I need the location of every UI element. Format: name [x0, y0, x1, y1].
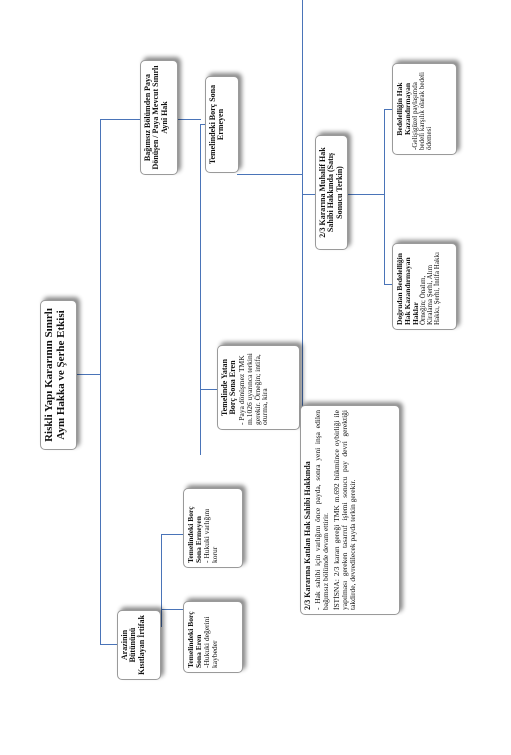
connector [200, 125, 201, 455]
connector [384, 110, 385, 285]
katilan-hak-sahibi-body2: İSTİSNA: 2/3 kararı gereği TMK m.692 hük… [332, 410, 357, 610]
root-title-line2: Aynı Hakka ve Şerhe Etkisi [54, 310, 67, 440]
bedelellik-body: -Gelişigüzel paylaşımda bedeli karşılık … [410, 72, 434, 150]
connector [161, 609, 185, 610]
temelinde-yatan-node[interactable]: Temelinde Yatan Borç Sona Eren - Paya dö… [217, 345, 300, 430]
borc-sona-eren-title: Temelindeki Borç Sona Eren [186, 611, 203, 668]
muhalif-hak-sahibi-title: 2/3 Kararına Muhalif Hak Sahibi Hakkında… [318, 147, 344, 238]
temelindeki-sona-ermeyen-node[interactable]: Temelindeki Borç Sona Ermeyen [205, 76, 239, 173]
dolayli-haklar-node[interactable]: Doğrudan Bedelelliğin Hak Kazandırmayan … [392, 243, 457, 330]
bedelellik-node[interactable]: Bedelelliğin Hak Kazandırmayan -Gelişigü… [392, 63, 457, 155]
connector [161, 534, 162, 627]
irtifak-node[interactable]: Arazinin Bütününü Kısıtlayan İrtifak [117, 610, 161, 680]
borc-sona-ermeyen-body: - Hukuki varlığını korur [201, 508, 219, 563]
dolayli-haklar-body: Örneğin; Önalım, Kiralama Şerhi, Alım Ha… [418, 252, 442, 325]
temelinde-yatan-body: - Paya dönüşmez TMK m.1026 uyarınca terk… [236, 353, 270, 425]
connector [100, 120, 101, 645]
dolayli-haklar-title: Doğrudan Bedelelliğin Hak Kazandırmayan … [395, 253, 420, 325]
connector [237, 174, 302, 175]
connector [77, 374, 101, 375]
connector [348, 194, 384, 195]
bedelellik-title: Bedelelliğin Hak Kazandırmayan [395, 82, 412, 136]
root-title-line1: Riskli Yapı Kararının Sınırlı [43, 308, 55, 442]
borc-sona-ermeyen-title: Temelindeki Borç Sona Ermeyen [186, 506, 203, 563]
katilan-hak-sahibi-title: 2/3 Kararına Katılan Hak Sahibi Hakkında [303, 461, 312, 610]
connector [175, 119, 201, 120]
borc-sona-ermeyen-node[interactable]: Temelindeki Borç Sona Ermeyen - Hukuki v… [183, 488, 243, 568]
muhalif-hak-sahibi-node[interactable]: 2/3 Kararına Muhalif Hak Sahibi Hakkında… [315, 135, 348, 250]
borc-sona-eren-node[interactable]: Temelindeki Borç Sona Eren -Hukuki değer… [183, 601, 243, 673]
temelinde-yatan-title: Temelinde Yatan Borç Sona Eren [220, 359, 238, 416]
connector [100, 119, 144, 120]
katilan-hak-sahibi-node[interactable]: 2/3 Kararına Katılan Hak Sahibi Hakkında… [300, 405, 400, 615]
root-node[interactable]: Riskli Yapı Kararının Sınırlı Aynı Hakka… [40, 300, 77, 450]
katilan-hak-sahibi-body1: - Hak sahibi için varlığını önce payda, … [313, 410, 331, 610]
borc-sona-eren-body: -Hukuki değerini kaybeder [201, 616, 219, 668]
temelindeki-sona-ermeyen-title: Temelindeki Borç Sona Ermeyen [208, 84, 226, 165]
irtifak-title: Arazinin Bütününü Kısıtlayan İrtifak [120, 615, 146, 675]
sinirli-ayni-hak-node[interactable]: Bağımsız Bölümden Paya Dönüşen / Paya Me… [140, 60, 178, 175]
connector [161, 534, 185, 535]
sinirli-ayni-hak-title: Bağımsız Bölümden Paya Dönüşen / Paya Me… [143, 65, 169, 170]
